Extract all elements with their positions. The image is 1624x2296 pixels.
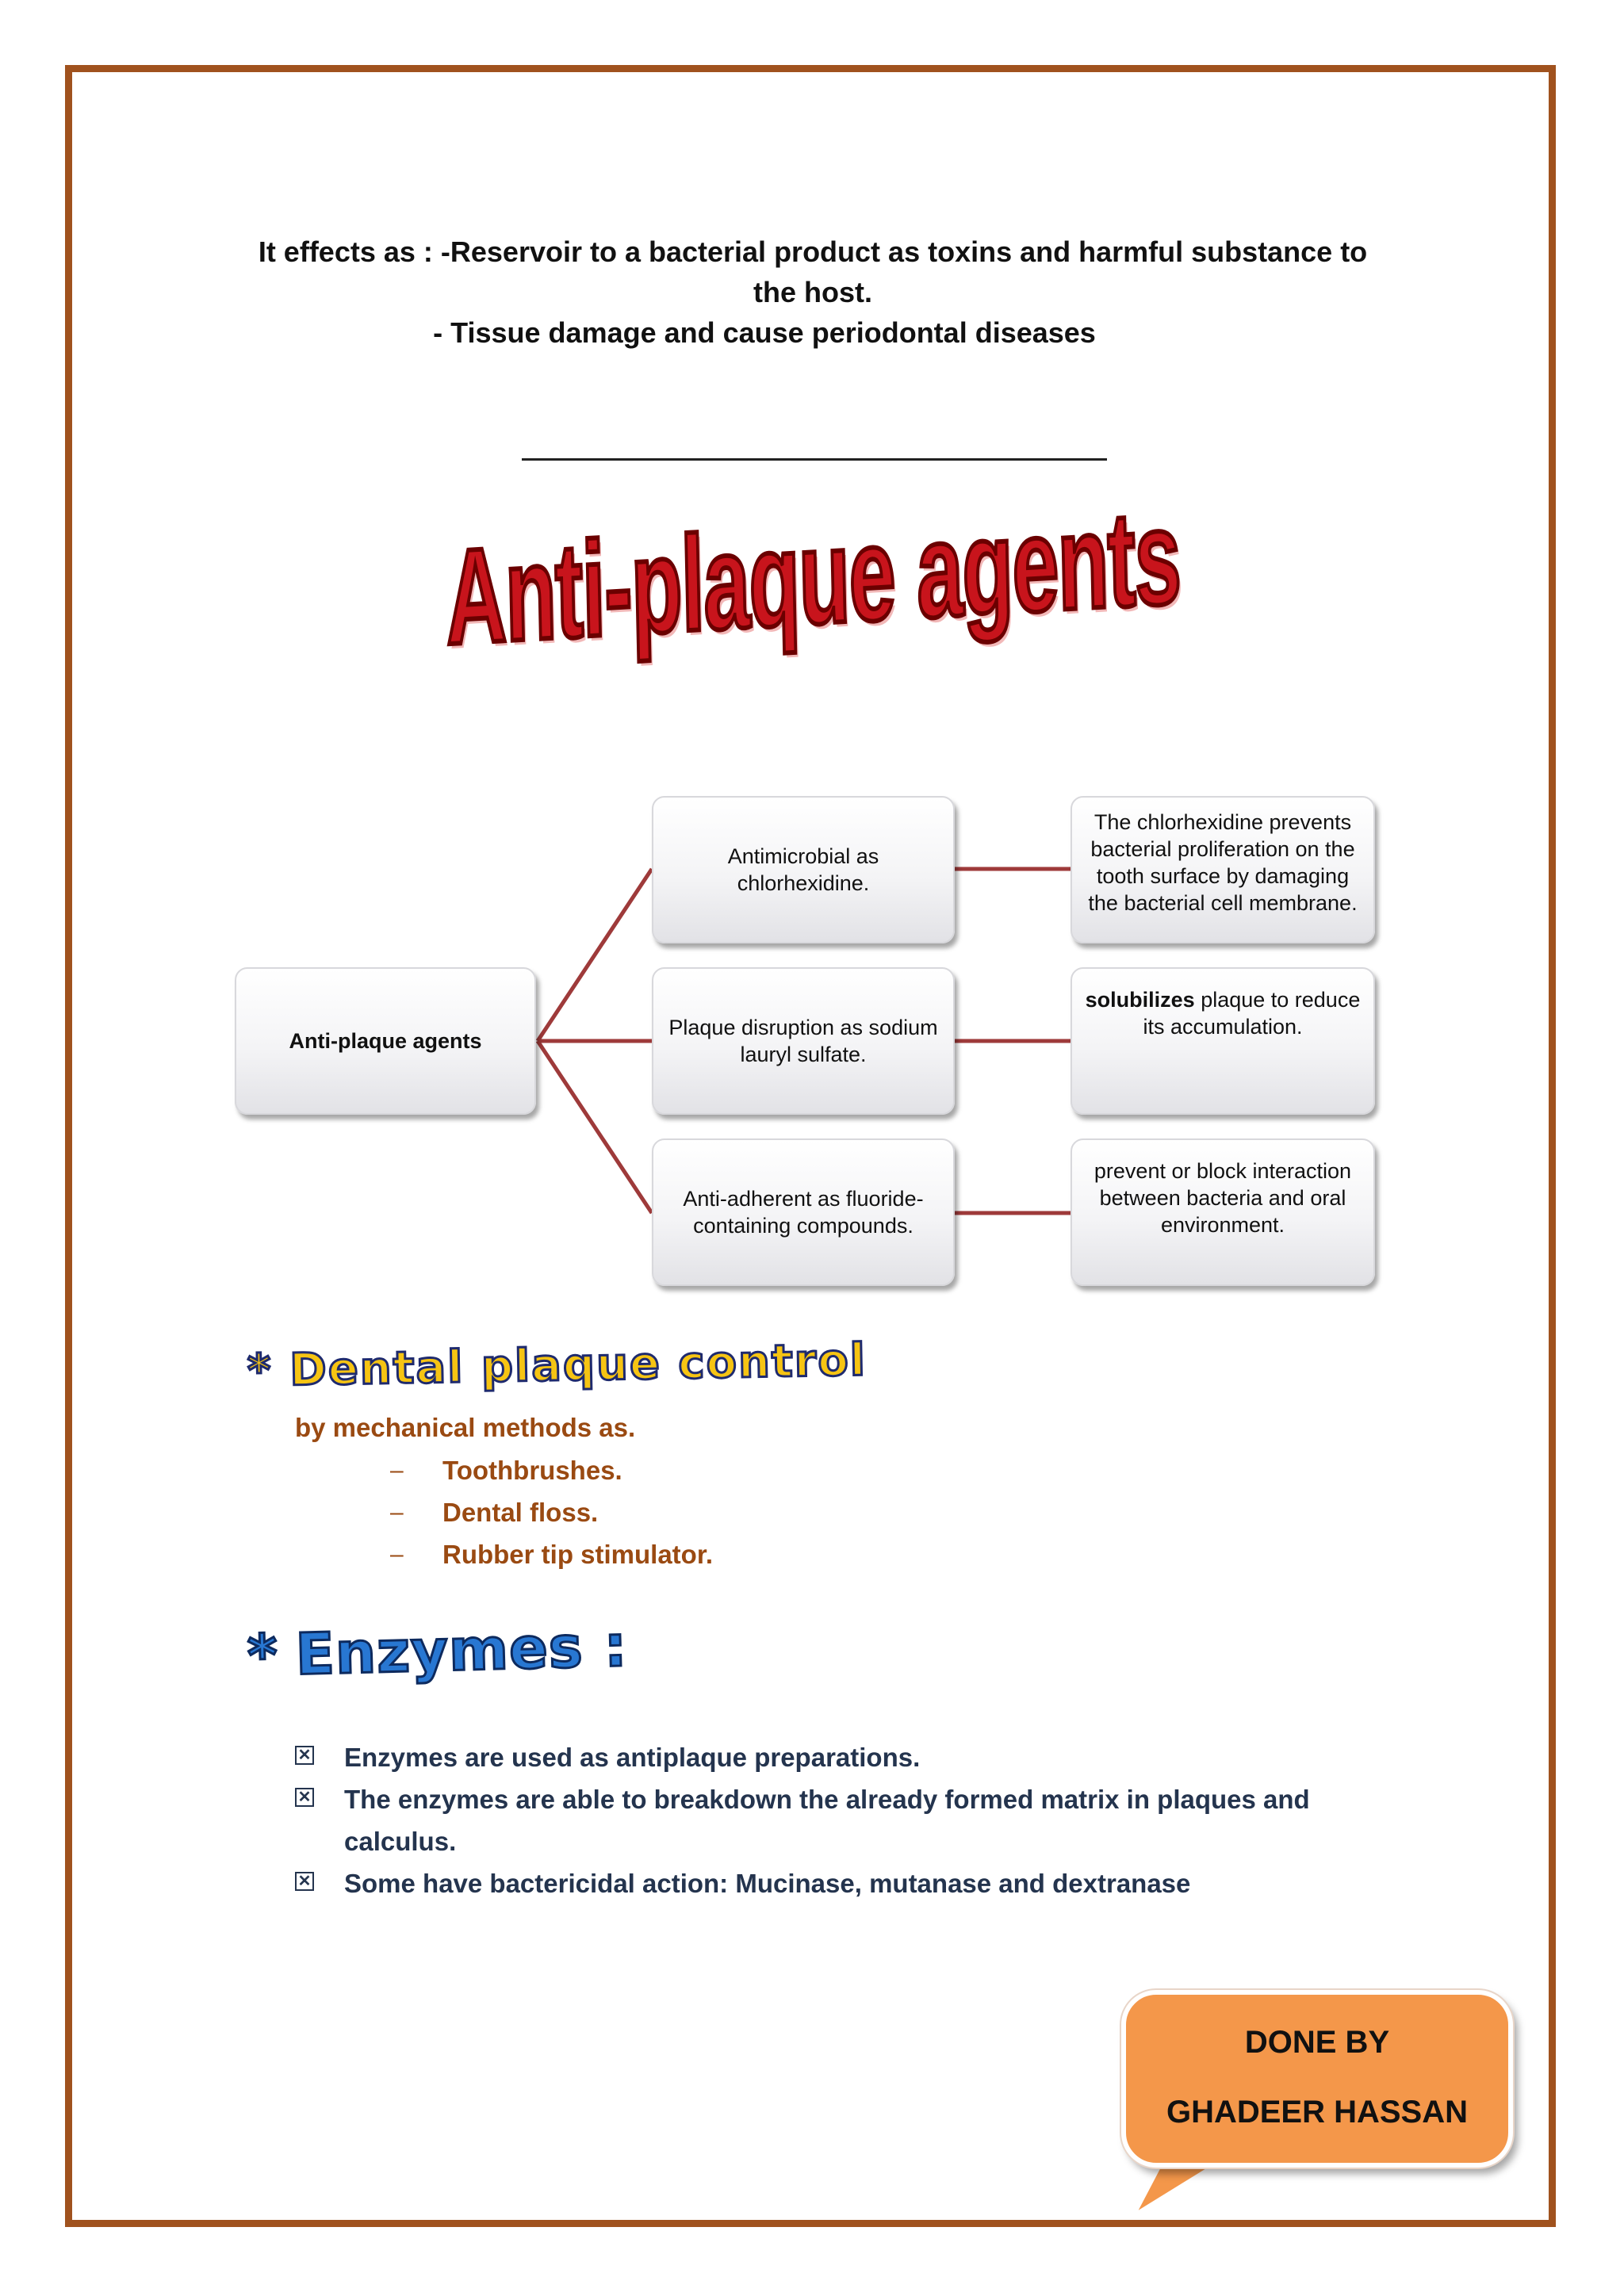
signature-bubble: DONE BY GHADEER HASSAN bbox=[1121, 1990, 1513, 2168]
x-checkbox-icon: ✕ bbox=[295, 1788, 314, 1807]
intro-line-1: It effects as : -Reservoir to a bacteria… bbox=[258, 235, 1368, 268]
method-item: Toothbrushes. bbox=[442, 1456, 622, 1485]
star-marker: * bbox=[245, 1621, 280, 1690]
effect-box-anti-adherent: prevent or block interaction between bac… bbox=[1071, 1138, 1375, 1286]
dash-marker: – bbox=[390, 1541, 404, 1567]
enzymes-heading: *Enzymes : bbox=[245, 1611, 630, 1690]
list-item: ✕ The enzymes are able to breakdown the … bbox=[295, 1778, 1350, 1862]
dental-plaque-control-heading: * Dental plaque control bbox=[246, 1334, 868, 1399]
diagram-connectors bbox=[535, 867, 1071, 1215]
mechanical-methods-subtitle: by mechanical methods as. bbox=[295, 1413, 636, 1442]
effect-rest: plaque to reduce its accumulation. bbox=[1143, 988, 1361, 1039]
divider-line bbox=[522, 458, 1107, 461]
effect-label: prevent or block interaction between bac… bbox=[1094, 1159, 1352, 1237]
effect-label: solubilizes plaque to reduce its accumul… bbox=[1083, 986, 1362, 1040]
effect-box-chlorhexidine: The chlorhexidine prevents bacterial pro… bbox=[1071, 796, 1375, 943]
x-checkbox-icon: ✕ bbox=[295, 1872, 314, 1891]
diagram-root-label: Anti-plaque agents bbox=[289, 1029, 482, 1053]
branch-label: Anti-adherent as fluoride-containing com… bbox=[683, 1187, 924, 1238]
intro-line-3: - Tissue damage and cause periodontal di… bbox=[433, 316, 1096, 349]
branch-label: Antimicrobial as chlorhexidine. bbox=[727, 844, 879, 895]
dash-marker: – bbox=[390, 1499, 404, 1525]
effect-box-solubilizes: solubilizes plaque to reduce its accumul… bbox=[1071, 967, 1375, 1115]
enzymes-bullet-list: ✕ Enzymes are used as antiplaque prepara… bbox=[295, 1736, 1350, 1904]
branch-box-plaque-disruption: Plaque disruption as sodium lauryl sulfa… bbox=[652, 967, 955, 1115]
page-frame bbox=[65, 65, 1556, 2227]
branch-box-antimicrobial: Antimicrobial as chlorhexidine. bbox=[652, 796, 955, 943]
intro-line-2: the host. bbox=[753, 276, 872, 308]
signature-line-2: GHADEER HASSAN bbox=[1166, 2095, 1469, 2130]
effect-bold-word: solubilizes bbox=[1085, 988, 1195, 1012]
connector-root-branch-3 bbox=[535, 1039, 654, 1215]
branch-box-anti-adherent: Anti-adherent as fluoride-containing com… bbox=[652, 1138, 955, 1286]
effect-label: The chlorhexidine prevents bacterial pro… bbox=[1088, 810, 1358, 915]
connector-root-branch-1 bbox=[535, 867, 654, 1043]
list-item-text: Enzymes are used as antiplaque preparati… bbox=[344, 1743, 921, 1772]
star-marker: * bbox=[246, 1344, 274, 1399]
anti-plaque-diagram: Anti-plaque agents Antimicrobial as chlo… bbox=[230, 785, 1380, 1300]
dash-marker: – bbox=[390, 1457, 404, 1483]
diagram-root-box: Anti-plaque agents bbox=[235, 967, 536, 1115]
signature-line-1: DONE BY bbox=[1244, 2025, 1390, 2060]
list-item: ✕ Enzymes are used as antiplaque prepara… bbox=[295, 1736, 1350, 1778]
heading-text: Enzymes : bbox=[293, 1611, 630, 1689]
branch-label: Plaque disruption as sodium lauryl sulfa… bbox=[668, 1016, 938, 1066]
heading-text: Dental plaque control bbox=[288, 1334, 868, 1398]
x-checkbox-icon: ✕ bbox=[295, 1746, 314, 1765]
list-item-text: Some have bactericidal action: Mucinase,… bbox=[344, 1869, 1191, 1898]
list-item-text: The enzymes are able to breakdown the al… bbox=[344, 1785, 1310, 1856]
method-item: Rubber tip stimulator. bbox=[442, 1540, 714, 1569]
method-item: Dental floss. bbox=[442, 1498, 599, 1527]
list-item: ✕ Some have bactericidal action: Mucinas… bbox=[295, 1862, 1350, 1904]
